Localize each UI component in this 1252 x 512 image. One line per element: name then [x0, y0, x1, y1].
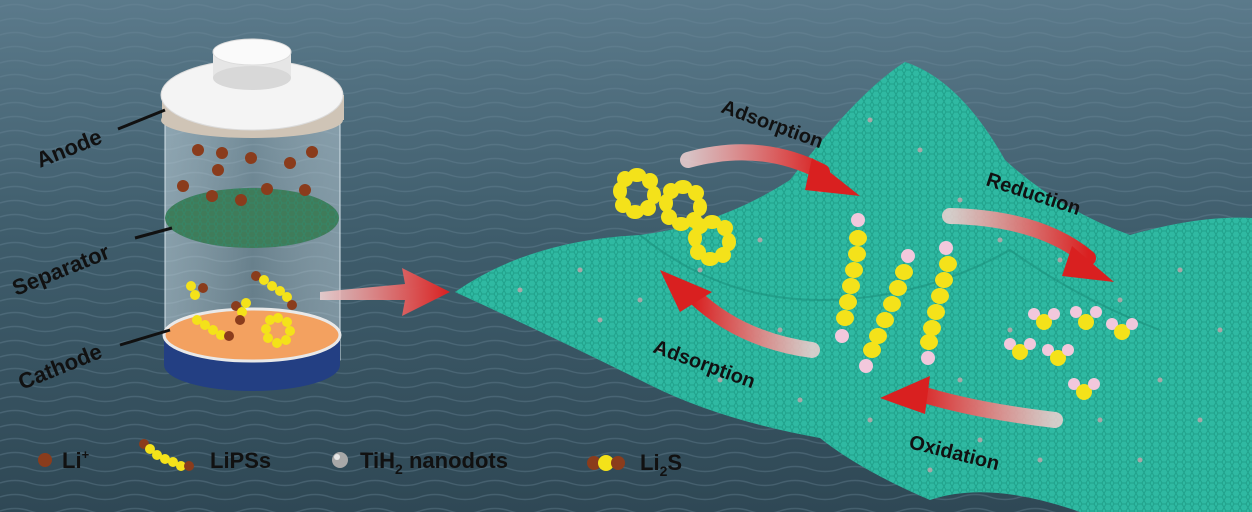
adsorption-bottom-arrow — [660, 270, 820, 358]
legend-li2s: Li2S — [640, 450, 682, 479]
legend: Li+ LiPSs TiH2 nanodots Li2S — [38, 439, 682, 479]
battery-cell-icon — [117, 38, 344, 391]
adsorption-top-arrow — [680, 144, 860, 196]
legend-tih2: TiH2 nanodots — [360, 448, 508, 477]
lipss-legend-icon — [139, 439, 194, 471]
li2s-products — [1004, 306, 1138, 400]
adsorbed-polysulfide-chains — [835, 213, 957, 373]
oxidation-arrow — [880, 376, 1063, 428]
li2s-legend-icon — [587, 455, 625, 471]
cathode-leader — [119, 328, 171, 347]
cathode-disk — [162, 307, 342, 363]
curved-red-arrow — [320, 268, 450, 316]
tih2-dots — [517, 117, 1223, 473]
lithium-ions — [177, 144, 318, 206]
legend-lipss: LiPSs — [210, 448, 271, 473]
separator-leader — [134, 226, 173, 240]
anode-leader — [117, 108, 166, 131]
reduction-arrow — [942, 208, 1114, 282]
sulfur-rings — [613, 168, 736, 266]
legend-li-ion: Li+ — [62, 447, 90, 473]
li-ion-legend-icon — [38, 453, 52, 467]
tih2-legend-icon — [332, 452, 348, 468]
cathode-polysulfides — [186, 271, 297, 348]
